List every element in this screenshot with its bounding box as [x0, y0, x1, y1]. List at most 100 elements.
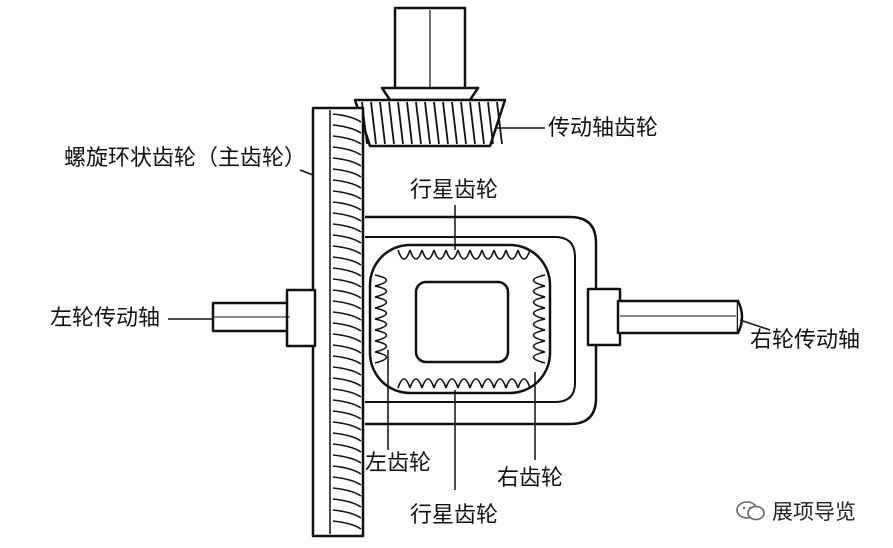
- gear-tooth: [374, 296, 388, 309]
- gear-tooth: [332, 124, 362, 134]
- gear-tooth: [374, 307, 388, 320]
- gear-tooth: [374, 285, 388, 298]
- gear-tooth: [332, 300, 362, 310]
- gear-tooth: [332, 168, 362, 178]
- gear-tooth: [332, 344, 362, 354]
- leader-lines: [168, 127, 771, 490]
- gear-tooth: [332, 190, 362, 200]
- gear-tooth: [332, 377, 362, 387]
- label-planet-gear-top: 行星齿轮: [410, 178, 499, 203]
- gear-tooth: [332, 135, 362, 145]
- gear-tooth: [421, 249, 435, 260]
- gear-tooth: [406, 101, 413, 145]
- spiral-ring-gear: [311, 106, 365, 538]
- wechat-icon: [736, 501, 765, 521]
- gear-tooth: [332, 366, 362, 376]
- gear-tooth: [496, 101, 503, 145]
- gear-tooth: [332, 245, 362, 255]
- gear-tooth: [409, 249, 423, 260]
- gear-tooth: [332, 289, 362, 299]
- gear-tooth: [332, 465, 362, 475]
- gear-tooth: [493, 249, 507, 260]
- gear-tooth: [415, 101, 422, 145]
- drive-shaft: [380, 6, 480, 102]
- gear-tooth: [332, 278, 362, 288]
- gear-tooth: [478, 101, 485, 145]
- gear-tooth: [469, 249, 483, 260]
- gear-tooth: [332, 410, 362, 420]
- gear-tooth: [332, 212, 362, 222]
- label-right-gear: 右齿轮: [497, 466, 564, 491]
- gear-tooth: [421, 378, 435, 389]
- gear-tooth: [532, 274, 546, 287]
- gear-tooth: [388, 101, 395, 145]
- planetary-gear-set: [368, 243, 552, 395]
- gear-tooth: [493, 378, 507, 389]
- gear-tooth: [332, 146, 362, 156]
- gear-tooth: [332, 509, 362, 519]
- left-axle: [211, 288, 317, 348]
- label-planet-gear-bottom: 行星齿轮: [410, 503, 499, 528]
- gear-tooth: [332, 311, 362, 321]
- gear-tooth: [332, 333, 362, 343]
- gear-tooth: [445, 249, 459, 260]
- gear-tooth: [332, 322, 362, 332]
- gear-tooth: [532, 307, 546, 320]
- gear-tooth: [332, 256, 362, 266]
- label-spiral-ring-gear: 螺旋环状齿轮（主齿轮）: [64, 146, 307, 171]
- gear-tooth: [332, 113, 362, 123]
- gear-tooth: [332, 454, 362, 464]
- gear-tooth: [332, 487, 362, 497]
- gear-tooth: [532, 285, 546, 298]
- gear-tooth: [332, 201, 362, 211]
- gear-tooth: [332, 432, 362, 442]
- gear-tooth: [332, 520, 362, 530]
- gear-tooth: [442, 101, 449, 145]
- gear-tooth: [532, 351, 546, 364]
- gear-tooth: [532, 318, 546, 331]
- gear-tooth: [332, 498, 362, 508]
- gear-tooth: [505, 249, 519, 260]
- gear-tooth: [397, 101, 404, 145]
- gear-tooth: [332, 399, 362, 409]
- gear-tooth: [332, 234, 362, 244]
- drive-shaft-gear: [353, 98, 507, 148]
- gear-tooth: [517, 378, 531, 389]
- gear-tooth: [457, 378, 471, 389]
- gear-tooth: [332, 355, 362, 365]
- gear-tooth: [481, 378, 495, 389]
- gear-tooth: [532, 296, 546, 309]
- right-axle: [586, 287, 744, 347]
- gear-tooth: [332, 267, 362, 277]
- gear-tooth: [457, 249, 471, 260]
- gear-tooth: [332, 443, 362, 453]
- gear-tooth: [517, 249, 531, 260]
- gear-tooth: [460, 101, 467, 145]
- gear-tooth: [424, 101, 431, 145]
- gear-tooth: [374, 318, 388, 331]
- gear-tooth: [332, 157, 362, 167]
- label-drive-shaft-gear: 传动轴齿轮: [548, 116, 659, 141]
- gear-tooth: [481, 249, 495, 260]
- gear-tooth: [433, 249, 447, 260]
- gear-tooth: [374, 340, 388, 353]
- gear-tooth: [332, 421, 362, 431]
- gear-tooth: [409, 378, 423, 389]
- gear-tooth: [397, 378, 411, 389]
- label-left-axle: 左轮传动轴: [50, 306, 161, 331]
- gear-tooth: [451, 101, 458, 145]
- gear-tooth: [487, 101, 494, 145]
- gear-tooth: [374, 274, 388, 287]
- gear-tooth: [433, 378, 447, 389]
- label-left-gear: 左齿轮: [365, 451, 432, 476]
- gear-tooth: [433, 101, 440, 145]
- gear-tooth: [379, 101, 386, 145]
- watermark: 展项导览: [736, 498, 856, 524]
- gear-tooth: [332, 476, 362, 486]
- gear-tooth: [370, 101, 377, 145]
- gear-tooth: [332, 388, 362, 398]
- gear-tooth: [332, 179, 362, 189]
- gear-tooth: [469, 378, 483, 389]
- gear-tooth: [532, 329, 546, 342]
